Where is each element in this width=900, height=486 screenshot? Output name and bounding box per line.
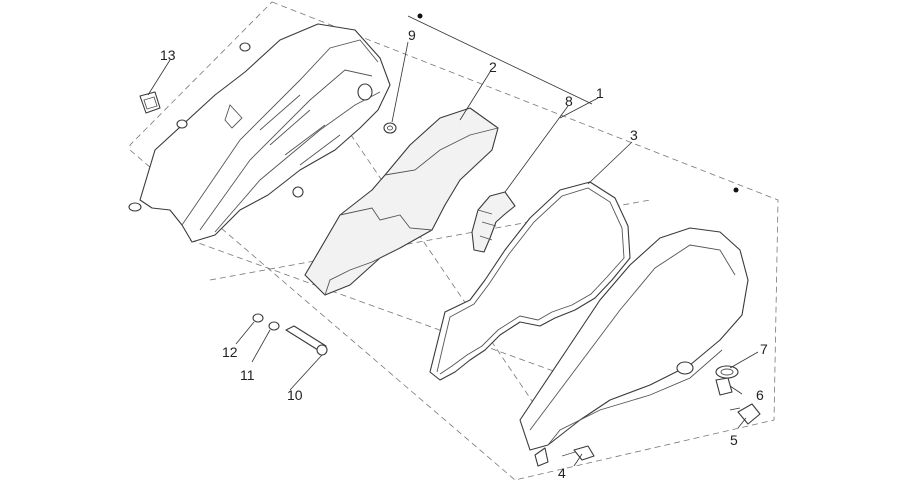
callout-10: 10 [287, 387, 303, 403]
callout-7: 7 [760, 341, 768, 357]
callout-12: 12 [222, 344, 238, 360]
callout-6: 6 [756, 387, 764, 403]
air-box-cover [519, 187, 749, 467]
spring-clip-nut [139, 91, 161, 114]
callout-4: 4 [558, 465, 566, 481]
filter-element [304, 107, 499, 296]
callout-3: 3 [630, 127, 638, 143]
callout-5: 5 [730, 432, 738, 448]
grommet [383, 122, 397, 134]
callout-1: 1 [596, 85, 604, 101]
callout-labels: 13 9 2 1 8 3 7 6 5 4 12 11 10 [160, 27, 768, 481]
screw [561, 445, 595, 461]
air-box-body [128, 13, 423, 243]
gasket [429, 181, 631, 381]
callout-11: 11 [240, 367, 255, 383]
bolt-and-washers [252, 313, 328, 356]
callout-8: 8 [565, 93, 573, 109]
callout-9: 9 [408, 27, 416, 43]
leader-lines [147, 15, 759, 467]
callout-2: 2 [489, 59, 497, 75]
drain-assembly [715, 365, 761, 425]
intake-duct [471, 191, 516, 253]
callout-13: 13 [160, 47, 176, 63]
